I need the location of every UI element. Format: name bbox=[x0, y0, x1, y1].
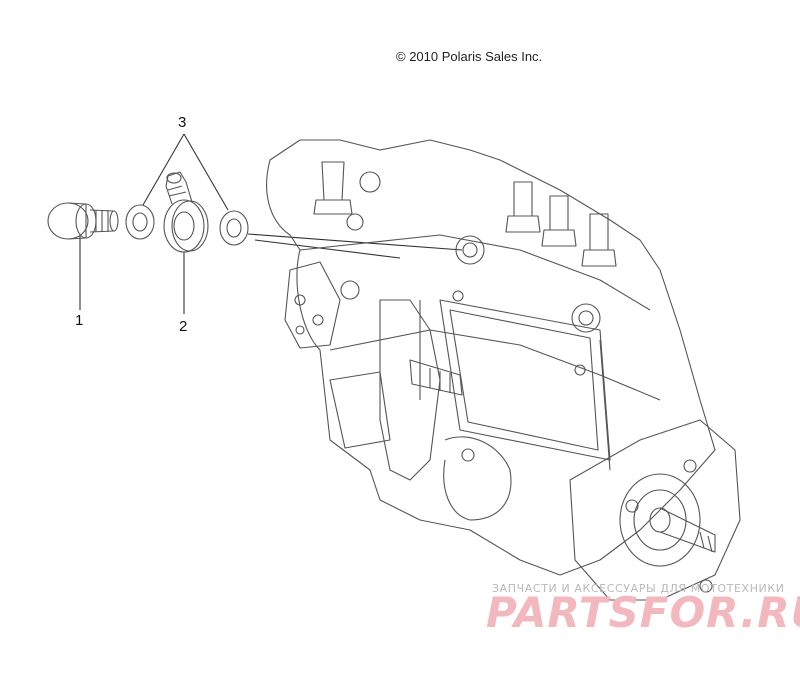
watermark-logo: PARTSFOR.RU bbox=[486, 588, 800, 637]
sealing-washer-left bbox=[125, 204, 155, 240]
banjo-fitting-part bbox=[163, 171, 209, 253]
injection-pump-illustration bbox=[266, 139, 741, 601]
banjo-bolt-part bbox=[47, 202, 119, 240]
callout-1: 1 bbox=[75, 312, 84, 329]
sealing-washer-right bbox=[219, 210, 249, 246]
callout-2: 2 bbox=[179, 318, 188, 335]
copyright-notice: © 2010 Polaris Sales Inc. bbox=[396, 49, 543, 64]
callout-leaders bbox=[79, 133, 463, 314]
watermark-tagline: ЗАПЧАСТИ И АКСЕССУАРЫ ДЛЯ МОТОТЕХНИКИ bbox=[492, 582, 785, 595]
callout-3: 3 bbox=[178, 114, 187, 131]
